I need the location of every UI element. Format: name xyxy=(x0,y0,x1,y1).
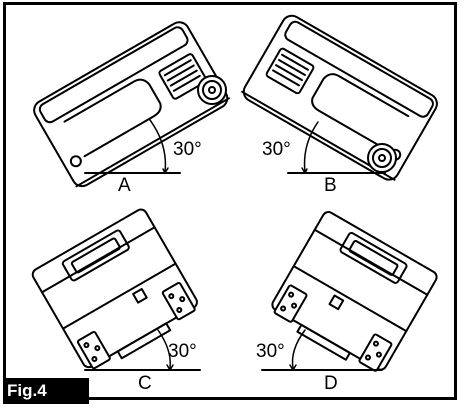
panel-b-cooler-drawing xyxy=(241,14,438,181)
panel-b-label: B xyxy=(324,175,337,196)
panel-d-cooler-drawing xyxy=(271,211,438,372)
panel-a-ground-line xyxy=(84,119,181,174)
panel-d-ground-line xyxy=(261,329,383,371)
panel-a-label: A xyxy=(118,175,131,196)
panel-a-cooler-drawing xyxy=(33,21,230,188)
panel-c-cooler-drawing xyxy=(31,208,198,370)
panel-c-ground-line xyxy=(84,329,201,371)
panel-c-label: C xyxy=(138,373,152,394)
panel-a-angle: 30° xyxy=(173,139,202,160)
panel-b-ground-line xyxy=(287,121,386,174)
panel-d-label: D xyxy=(324,373,338,394)
panel-b-angle: 30° xyxy=(262,139,291,160)
panel-d-angle: 30° xyxy=(256,341,285,362)
figure-label: Fig.4 xyxy=(3,378,89,404)
panel-c-angle: 30° xyxy=(168,341,197,362)
